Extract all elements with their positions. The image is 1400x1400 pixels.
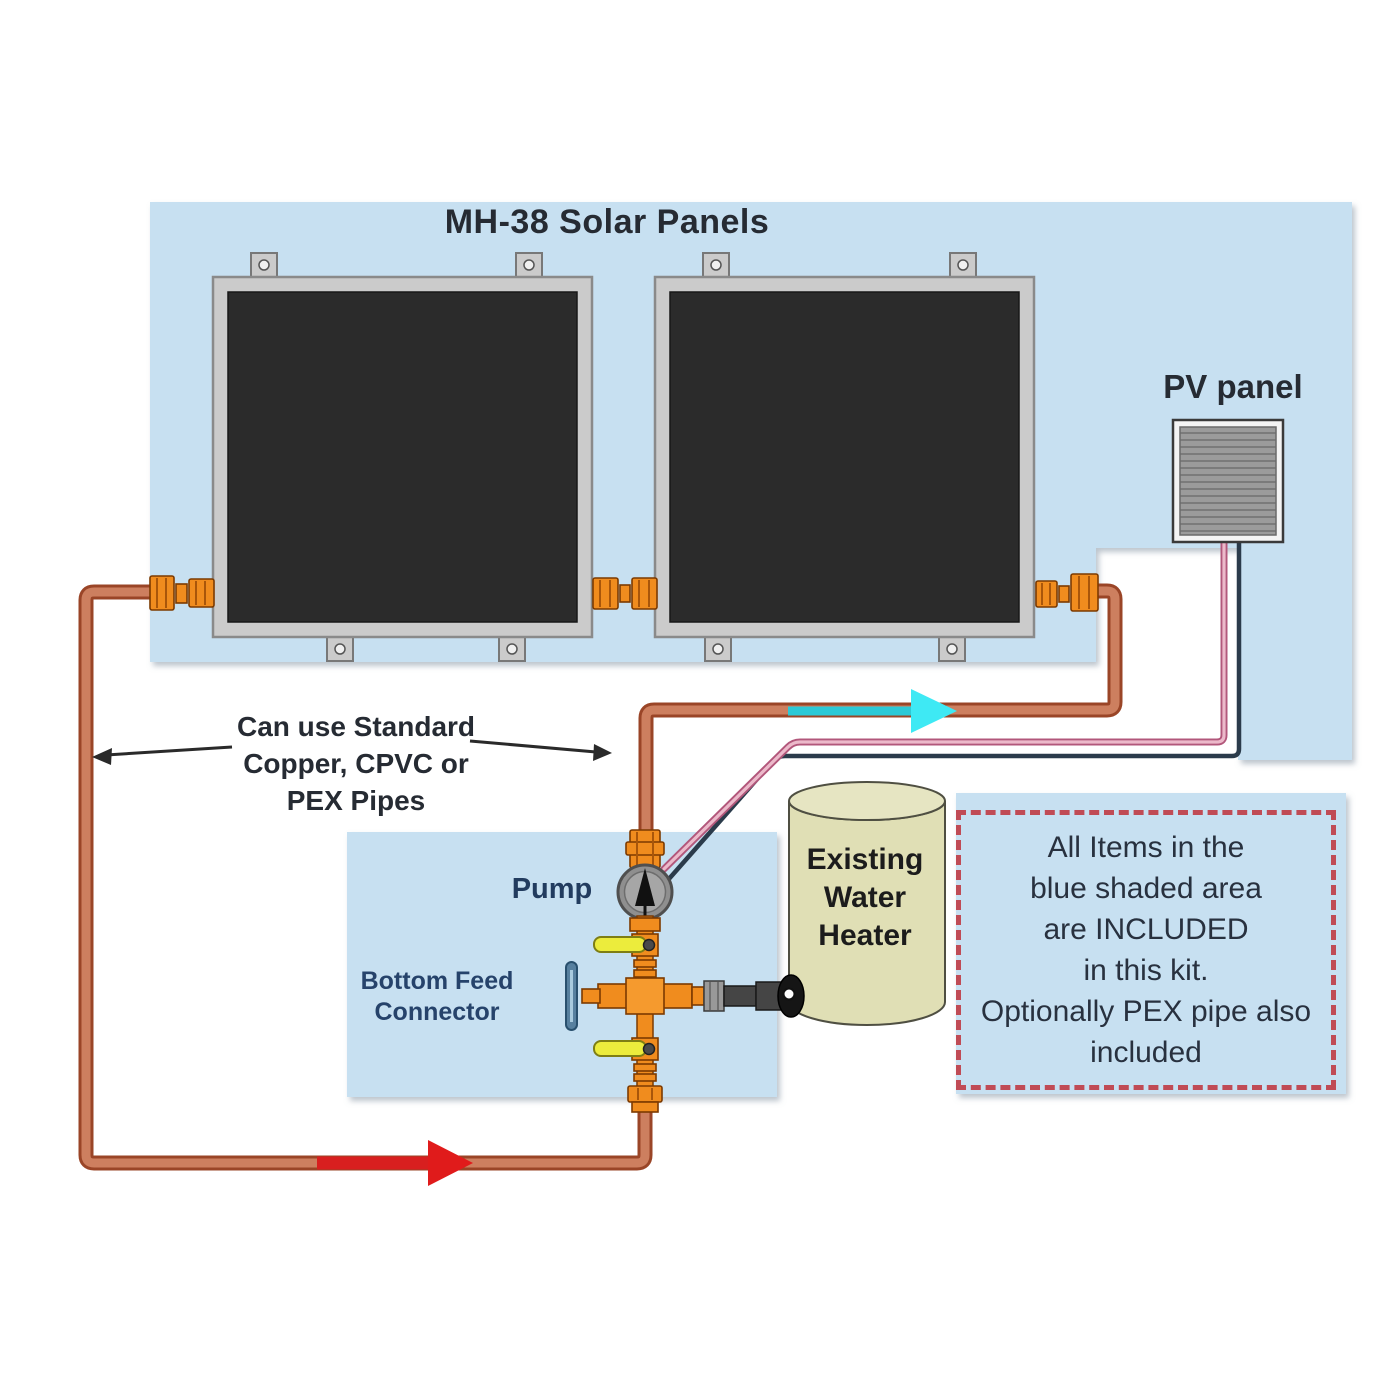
solar-panel-1 — [211, 252, 594, 662]
diagram-title: MH-38 Solar Panels — [444, 203, 770, 241]
pipes-note-arrow-left — [92, 745, 233, 765]
kit-note-text: All Items in the blue shaded area are IN… — [980, 831, 1312, 1069]
pipes-note-arrow-right — [469, 739, 612, 761]
tank-connection-pipe — [691, 974, 805, 1018]
bottom-feed-label: Bottom Feed Connector — [360, 967, 514, 1026]
cold-flow-arrow — [788, 689, 957, 733]
pv-wire-positive — [660, 536, 1228, 873]
pv-panel-label: PV panel — [1163, 368, 1303, 405]
mounting-tab — [702, 252, 977, 662]
isolation-valve-top — [593, 933, 659, 957]
copper-pipe-supply — [638, 583, 1123, 840]
bottom-feed-fitting — [627, 1085, 663, 1113]
isolation-valve-bottom — [593, 1037, 659, 1061]
pipes-note-label: Can use Standard Copper, CPVC or PEX Pip… — [236, 711, 476, 816]
pump-inlet-fitting — [625, 829, 665, 869]
water-heater-tank — [788, 781, 946, 1026]
kit-note-box: All Items in the blue shaded area are IN… — [956, 810, 1336, 1090]
pv-panel — [1171, 418, 1285, 544]
compression-fitting-right — [1035, 573, 1099, 612]
pump-valve-assembly — [565, 829, 805, 1113]
pump-label: Pump — [511, 873, 593, 905]
solar-panel-2 — [653, 252, 1036, 662]
hot-flow-arrow — [317, 1140, 473, 1186]
cross-fitting — [581, 977, 693, 1015]
compression-fitting-middle — [592, 577, 658, 610]
pump-icon — [616, 863, 674, 921]
compression-fitting-left — [149, 575, 215, 611]
copper-pipe-return-loop — [78, 584, 653, 1171]
mounting-tab — [250, 252, 543, 662]
gate-valve-handle — [565, 961, 578, 1031]
water-heater-label: Existing Water Heater — [806, 843, 924, 952]
